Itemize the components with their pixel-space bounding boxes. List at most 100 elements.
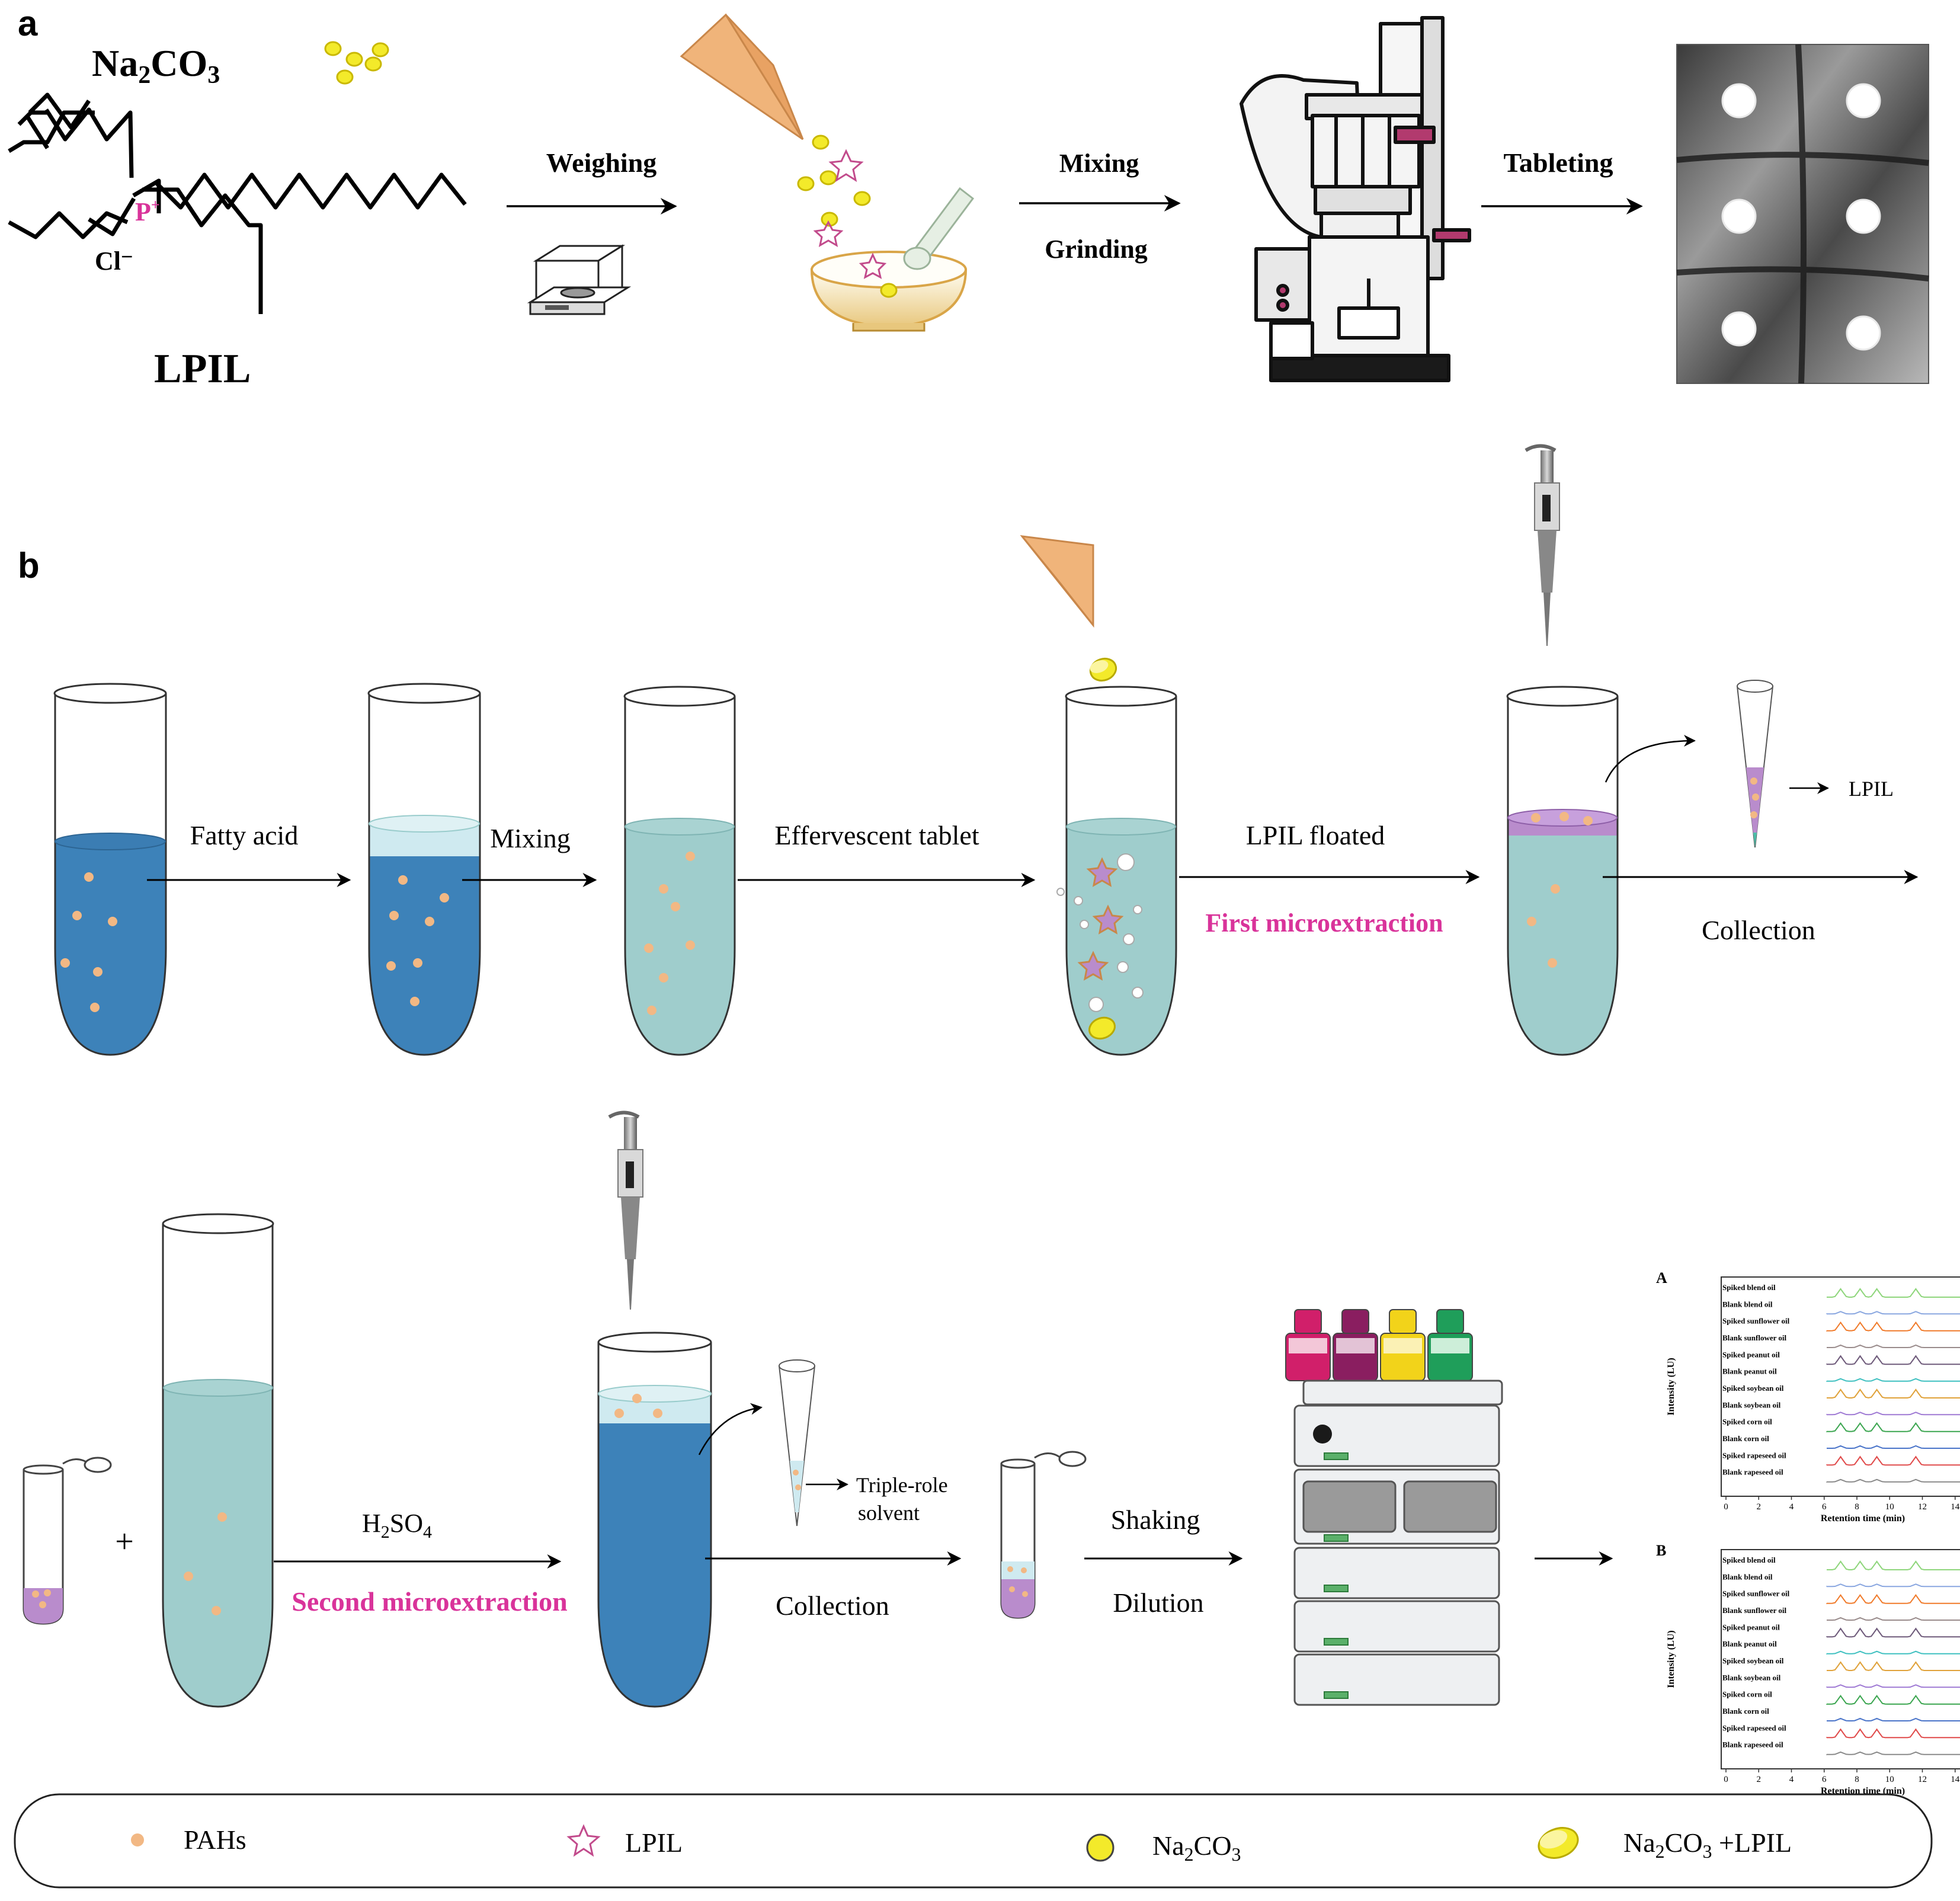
chrom-trace-label: Spiked sunflower oil bbox=[1722, 1589, 1790, 1598]
na2co3-particles bbox=[324, 41, 389, 85]
chrom-ylabel: Intensity (LU) bbox=[1666, 1358, 1676, 1415]
paper-icon-b bbox=[1020, 535, 1094, 628]
chrom-ylabel: Intensity (LU) bbox=[1666, 1630, 1676, 1688]
chrom-xtick-label: 6 bbox=[1822, 1502, 1827, 1512]
chrom-trace bbox=[1826, 1455, 1960, 1466]
chrom-trace-label: Spiked blend oil bbox=[1722, 1556, 1776, 1564]
chrom-trace bbox=[1827, 1344, 1960, 1349]
chrom-trace bbox=[1826, 1650, 1960, 1654]
legend-pahs-label: PAHs bbox=[184, 1825, 246, 1855]
chrom-trace bbox=[1826, 1583, 1960, 1588]
chrom-xtick-label: 8 bbox=[1855, 1775, 1859, 1784]
dilution-label: Dilution bbox=[1113, 1588, 1203, 1618]
falling-particles bbox=[797, 135, 898, 298]
chrom-xtick-label: 2 bbox=[1757, 1502, 1762, 1512]
chrom-trace bbox=[1826, 1627, 1960, 1638]
grinding-label: Grinding bbox=[1045, 235, 1148, 264]
tablet-press-icon bbox=[1240, 16, 1471, 382]
chrom-xtick-label: 8 bbox=[1855, 1502, 1859, 1512]
chrom-trace bbox=[1827, 1445, 1960, 1449]
test-tube-1 bbox=[53, 683, 167, 1056]
legend-tablet-label: Na2CO3 +LPIL bbox=[1623, 1828, 1792, 1862]
chrom-trace-label: Blank peanut oil bbox=[1722, 1640, 1777, 1649]
chrom-trace bbox=[1827, 1560, 1960, 1570]
solvent-label: solvent bbox=[858, 1501, 920, 1525]
legend-box bbox=[14, 1793, 1933, 1889]
cl-minus: Cl− bbox=[95, 245, 133, 276]
effervescent-tablet-icon bbox=[1089, 657, 1117, 682]
chrom-xtick-label: 0 bbox=[1724, 1775, 1728, 1784]
chrom-trace bbox=[1826, 1412, 1960, 1416]
chrom-trace bbox=[1826, 1311, 1960, 1315]
chrom-trace-label: Spiked corn oil bbox=[1722, 1690, 1772, 1699]
test-tube-6 bbox=[162, 1213, 274, 1708]
chrom-trace-label: Spiked sunflower oil bbox=[1722, 1317, 1790, 1326]
chrom-trace-label: Spiked peanut oil bbox=[1722, 1622, 1780, 1631]
test-tube-5 bbox=[1506, 686, 1619, 1056]
chrom-trace bbox=[1827, 1288, 1960, 1298]
chrom-trace bbox=[1827, 1661, 1960, 1671]
legend-tablet-marker bbox=[1538, 1827, 1579, 1859]
pipette-tip-2 bbox=[779, 1359, 815, 1526]
chrom-panel-label: A bbox=[1656, 1269, 1667, 1286]
chrom-trace-label: Blank sunflower oil bbox=[1722, 1333, 1787, 1342]
lpil-floated-label: LPIL floated bbox=[1246, 820, 1385, 850]
hplc-instrument-icon bbox=[1285, 1309, 1503, 1706]
small-tube-1 bbox=[23, 1457, 112, 1625]
chrom-frame bbox=[1721, 1276, 1960, 1497]
chrom-trace bbox=[1826, 1684, 1960, 1688]
mixing-label-b: Mixing bbox=[490, 823, 570, 853]
lpil-small-label: LPIL bbox=[1849, 777, 1894, 801]
chrom-trace bbox=[1827, 1388, 1960, 1398]
chrom-trace-label: Blank corn oil bbox=[1722, 1707, 1769, 1716]
chrom-xtick-label: 14 bbox=[1951, 1775, 1960, 1784]
p-plus: P+ bbox=[135, 196, 160, 226]
panel-a-label: a bbox=[18, 4, 38, 43]
pipette-tip-1 bbox=[1737, 680, 1773, 848]
chrom-trace bbox=[1827, 1717, 1960, 1722]
solvent-bottles bbox=[1285, 1309, 1473, 1381]
chrom-trace-label: Blank peanut oil bbox=[1722, 1367, 1777, 1376]
chrom-xtick-label: 12 bbox=[1918, 1775, 1927, 1784]
curved-arrow-1 bbox=[1604, 735, 1696, 783]
chrom-trace-label: Spiked blend oil bbox=[1722, 1283, 1776, 1292]
chrom-trace-label: Blank blend oil bbox=[1722, 1572, 1773, 1581]
legend-lpil-marker bbox=[566, 1824, 601, 1857]
pipette-icon-1 bbox=[1525, 444, 1560, 646]
chrom-trace bbox=[1826, 1751, 1960, 1755]
chrom-trace bbox=[1826, 1422, 1960, 1432]
tablet-photo bbox=[1676, 44, 1929, 384]
chrom-trace bbox=[1826, 1593, 1960, 1604]
chrom-trace-label: Spiked corn oil bbox=[1722, 1417, 1772, 1426]
chrom-trace bbox=[1826, 1728, 1960, 1739]
h2so4-label: H2SO4 bbox=[362, 1509, 432, 1542]
lpil-caption: LPIL bbox=[154, 346, 251, 392]
chrom-trace-label: Blank soybean oil bbox=[1722, 1673, 1781, 1682]
chrom-trace bbox=[1826, 1321, 1960, 1332]
balance-icon bbox=[527, 244, 632, 315]
chrom-xtick-label: 4 bbox=[1789, 1775, 1794, 1784]
chrom-xtick-label: 4 bbox=[1789, 1502, 1794, 1512]
panel-a: a Na2CO3 P+ Cl− LPIL Weighing bbox=[8, 4, 1929, 392]
chrom-xtick-label: 12 bbox=[1918, 1502, 1927, 1512]
weighing-paper-icon bbox=[680, 13, 804, 140]
legend-pahs-marker bbox=[131, 1833, 144, 1846]
fatty-acid-label: Fatty acid bbox=[190, 820, 299, 850]
chrom-trace bbox=[1827, 1617, 1960, 1621]
first-microextraction-label: First microextraction bbox=[1205, 908, 1443, 937]
plus-sign: + bbox=[115, 1524, 134, 1560]
chrom-trace-label: Blank soybean oil bbox=[1722, 1400, 1781, 1409]
small-tube-2 bbox=[1000, 1451, 1087, 1619]
chrom-trace bbox=[1826, 1355, 1960, 1365]
triple-role-label: Triple-role bbox=[856, 1473, 948, 1497]
chrom-xtick-label: 10 bbox=[1885, 1502, 1894, 1512]
mortar-pestle-icon bbox=[810, 187, 975, 332]
chrom-trace-label: Blank rapeseed oil bbox=[1722, 1740, 1783, 1749]
chrom-trace-label: Blank corn oil bbox=[1722, 1434, 1769, 1443]
chrom-trace bbox=[1826, 1378, 1960, 1382]
chrom-xtick-label: 2 bbox=[1757, 1775, 1762, 1784]
chrom-trace-label: Spiked rapeseed oil bbox=[1722, 1723, 1786, 1732]
